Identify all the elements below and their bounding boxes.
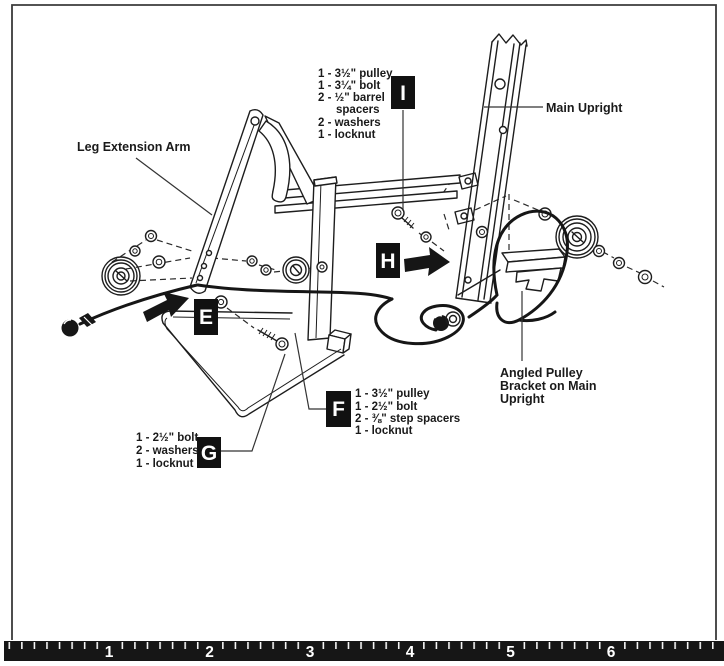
- callout-g-letter: G: [201, 442, 217, 465]
- right-pulley: [555, 215, 599, 259]
- ruler-number-5: 5: [506, 644, 515, 661]
- label-main-upright: Main Upright: [546, 101, 623, 115]
- callout-f-letter: F: [332, 398, 345, 421]
- callout-g: G: [197, 437, 221, 468]
- ruler-number-6: 6: [607, 644, 616, 661]
- callout-i: I: [391, 76, 415, 109]
- label-angled-pulley-1: Angled Pulley: [500, 366, 583, 380]
- leg-extension-arm-drawing: [189, 108, 322, 294]
- parts-list-f: 1 - 3½" pulley 1 - 2½" bolt 2 - ⅜" step …: [355, 388, 460, 437]
- parts-list-f-line3: 2 - ⅜" step spacers: [355, 413, 460, 425]
- callout-e: E: [194, 299, 218, 335]
- callout-i-letter: I: [400, 82, 406, 105]
- parts-list-i: 1 - 3½" pulley 1 - 3¼" bolt 2 - ½" barre…: [318, 68, 393, 141]
- callout-e-letter: E: [199, 306, 213, 329]
- parts-list-g-line2: 2 - washers: [136, 445, 199, 457]
- parts-list-g-line1: 1 - 2½" bolt: [136, 432, 198, 444]
- hardware-center-cluster: [214, 255, 272, 309]
- bolt-lower: [257, 327, 289, 351]
- left-pulley: [101, 256, 141, 296]
- ruler-number-2: 2: [205, 644, 214, 661]
- parts-list-f-line1: 1 - 3½" pulley: [355, 388, 430, 400]
- direction-arrows: [143, 247, 450, 322]
- parts-list-i-line1: 1 - 3½" pulley: [318, 68, 393, 80]
- page-frame: [11, 4, 717, 640]
- callout-h-letter: H: [380, 250, 395, 273]
- callout-f: F: [326, 391, 351, 427]
- callout-boxes: I E H F G: [194, 76, 415, 468]
- parts-list-g-line3: 1 - locknut: [136, 458, 194, 470]
- callout-h: H: [376, 243, 400, 278]
- parts-list-i-line5: 2 - washers: [318, 117, 381, 129]
- parts-list-i-line4: spacers: [336, 104, 379, 116]
- ruler-number-3: 3: [306, 644, 315, 661]
- arrow-h-icon: [404, 247, 450, 276]
- cable: [61, 209, 569, 346]
- main-upright-drawing: [455, 33, 528, 304]
- parts-list-i-line2: 1 - 3¼" bolt: [318, 80, 380, 92]
- bolt-upper: [391, 206, 432, 243]
- ruler-number-1: 1: [105, 644, 114, 661]
- center-pulley: [282, 256, 310, 284]
- label-leg-extension-arm: Leg Extension Arm: [77, 140, 190, 154]
- ruler: 1 2 3 4 5 6: [4, 641, 724, 661]
- hardware-left-cluster: [129, 229, 166, 269]
- parts-list-i-line3: 2 - ½" barrel: [318, 92, 385, 104]
- arrow-e-icon: [143, 292, 189, 322]
- text-labels: Leg Extension Arm Main Upright Angled Pu…: [77, 68, 623, 470]
- center-post: [307, 176, 352, 354]
- triangular-plate: [161, 310, 345, 418]
- exploded-view-illustration: [61, 33, 665, 452]
- ruler-number-4: 4: [406, 644, 415, 661]
- parts-list-f-line2: 1 - 2½" bolt: [355, 401, 417, 413]
- parts-list-g: 1 - 2½" bolt 2 - washers 1 - locknut: [136, 432, 199, 470]
- label-angled-pulley-2: Bracket on Main: [500, 379, 597, 393]
- leader-lines: [135, 106, 543, 452]
- label-angled-pulley-3: Upright: [500, 392, 545, 406]
- parts-list-i-line6: 1 - locknut: [318, 129, 376, 141]
- hardware-right-cluster: [538, 207, 653, 285]
- parts-list-f-line4: 1 - locknut: [355, 425, 413, 437]
